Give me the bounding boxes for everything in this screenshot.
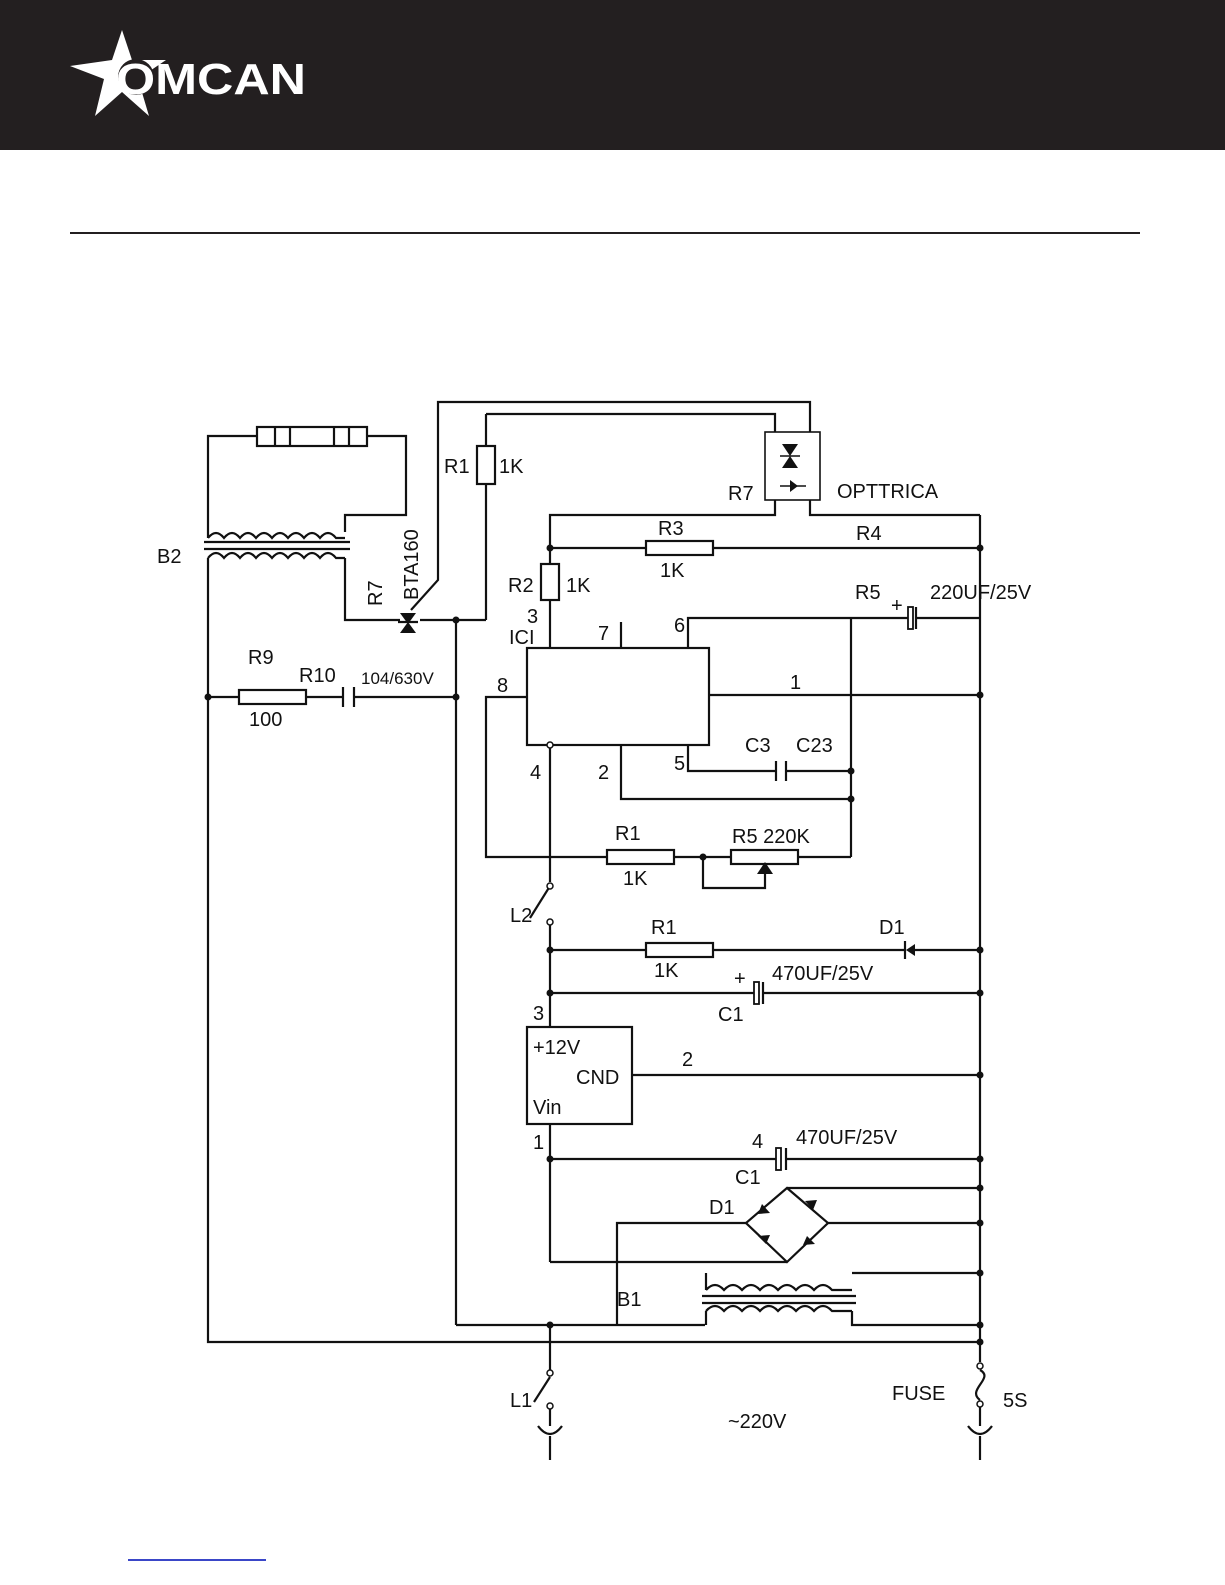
label-opttrica: OPTTRICA bbox=[837, 481, 939, 503]
label-cap-220uf: 220UF/25V bbox=[930, 582, 1032, 604]
label-cap-470b: 470UF/25V bbox=[796, 1127, 898, 1149]
label-r2: R2 bbox=[508, 575, 534, 597]
label-r2-value: 1K bbox=[566, 575, 591, 597]
transformer-b2 bbox=[204, 533, 350, 558]
label-r1-mid: R1 bbox=[615, 823, 641, 845]
label-c23: C23 bbox=[796, 735, 833, 757]
label-r9: R9 bbox=[248, 647, 274, 669]
ic-pin4-dot bbox=[547, 742, 553, 748]
lamp-tube bbox=[257, 427, 367, 446]
plug-left-icon bbox=[538, 1426, 562, 1434]
capacitor-c1-top bbox=[754, 982, 763, 1004]
switch-contacts bbox=[547, 883, 983, 1409]
label-r9-value: 100 bbox=[249, 709, 282, 731]
label-r3-value: 1K bbox=[660, 560, 685, 582]
label-pin2: 2 bbox=[598, 762, 609, 784]
label-reg-vin: Vin bbox=[533, 1097, 562, 1119]
potentiometer-r5 bbox=[731, 850, 798, 864]
capacitor-c3 bbox=[776, 761, 786, 781]
bridge-rectifier-d1 bbox=[746, 1188, 828, 1262]
triac-bta160 bbox=[398, 613, 418, 633]
label-ic-pin3: 3 bbox=[527, 606, 538, 628]
label-c1b-num: 4 bbox=[752, 1131, 763, 1153]
label-d1-top: D1 bbox=[879, 917, 905, 939]
label-reg-gnd: CND bbox=[576, 1067, 619, 1089]
label-l1: L1 bbox=[510, 1390, 532, 1412]
label-r1-top: R1 bbox=[444, 456, 470, 478]
plug-right-icon bbox=[968, 1426, 992, 1434]
label-fuse: FUSE bbox=[892, 1383, 945, 1405]
omcan-logo: OMCAN bbox=[70, 30, 320, 122]
resistor-r3 bbox=[646, 541, 713, 555]
label-pin5: 5 bbox=[674, 753, 685, 775]
capacitor-r10 bbox=[343, 687, 354, 707]
label-r10: R10 bbox=[299, 665, 336, 687]
label-c3: C3 bbox=[745, 735, 771, 757]
header-bar: OMCAN bbox=[0, 0, 1225, 150]
logo-text: OMCAN bbox=[116, 55, 306, 104]
label-r1-top-value: 1K bbox=[499, 456, 524, 478]
label-r1-low-value: 1K bbox=[654, 960, 679, 982]
label-r1-mid-value: 1K bbox=[623, 868, 648, 890]
diode-d1 bbox=[905, 941, 915, 959]
label-cap-104: 104/630V bbox=[361, 669, 434, 688]
label-r4: R4 bbox=[856, 523, 882, 545]
label-b1: B1 bbox=[617, 1289, 641, 1311]
transformer-b1 bbox=[702, 1285, 856, 1311]
label-r3: R3 bbox=[658, 518, 684, 540]
resistor-r1-top bbox=[477, 446, 495, 484]
label-ic: ICI bbox=[509, 627, 535, 649]
label-c1-b: C1 bbox=[735, 1167, 761, 1189]
label-reg-pin2: 2 bbox=[682, 1049, 693, 1071]
label-reg-12v: +12V bbox=[533, 1037, 581, 1059]
header-rule bbox=[70, 232, 1140, 234]
label-d1-bridge: D1 bbox=[709, 1197, 735, 1219]
resistor-r1-mid bbox=[607, 850, 674, 864]
label-mains: ~220V bbox=[728, 1411, 787, 1433]
label-r1-low: R1 bbox=[651, 917, 677, 939]
label-pin7: 7 bbox=[598, 623, 609, 645]
optocoupler bbox=[765, 432, 820, 500]
label-r7-opto: R7 bbox=[728, 483, 754, 505]
label-r5-mid: R5 220K bbox=[732, 826, 810, 848]
label-plus-220: + bbox=[891, 595, 903, 617]
label-reg-pin1: 1 bbox=[533, 1132, 544, 1154]
label-bta160: BTA160 bbox=[401, 529, 423, 600]
capacitor-c1-bottom bbox=[776, 1148, 786, 1170]
capacitor-220uf bbox=[908, 607, 916, 629]
label-pin4: 4 bbox=[530, 762, 541, 784]
footer-link-underline bbox=[128, 1559, 266, 1561]
label-pin8: 8 bbox=[497, 675, 508, 697]
wires bbox=[208, 402, 984, 1460]
label-l2: L2 bbox=[510, 905, 532, 927]
label-r7-triac: R7 bbox=[365, 580, 387, 606]
label-c1-a: C1 bbox=[718, 1004, 744, 1026]
label-pin6: 6 bbox=[674, 615, 685, 637]
resistor-r1-low bbox=[646, 943, 713, 957]
circuit-schematic: B2 R1 1K BTA160 R7 R7 OPTTRICA R3 1K R4 … bbox=[0, 380, 1225, 1480]
resistor-r2 bbox=[541, 564, 559, 600]
label-cap-470a: 470UF/25V bbox=[772, 963, 874, 985]
resistor-r9 bbox=[239, 690, 306, 704]
ic-timer bbox=[527, 648, 709, 745]
label-reg-pin3: 3 bbox=[533, 1003, 544, 1025]
label-plus-470: + bbox=[734, 968, 746, 990]
label-pin1: 1 bbox=[790, 672, 801, 694]
label-fuse-value: 5S bbox=[1003, 1390, 1027, 1412]
label-r5-top: R5 bbox=[855, 582, 881, 604]
label-b2: B2 bbox=[157, 546, 181, 568]
